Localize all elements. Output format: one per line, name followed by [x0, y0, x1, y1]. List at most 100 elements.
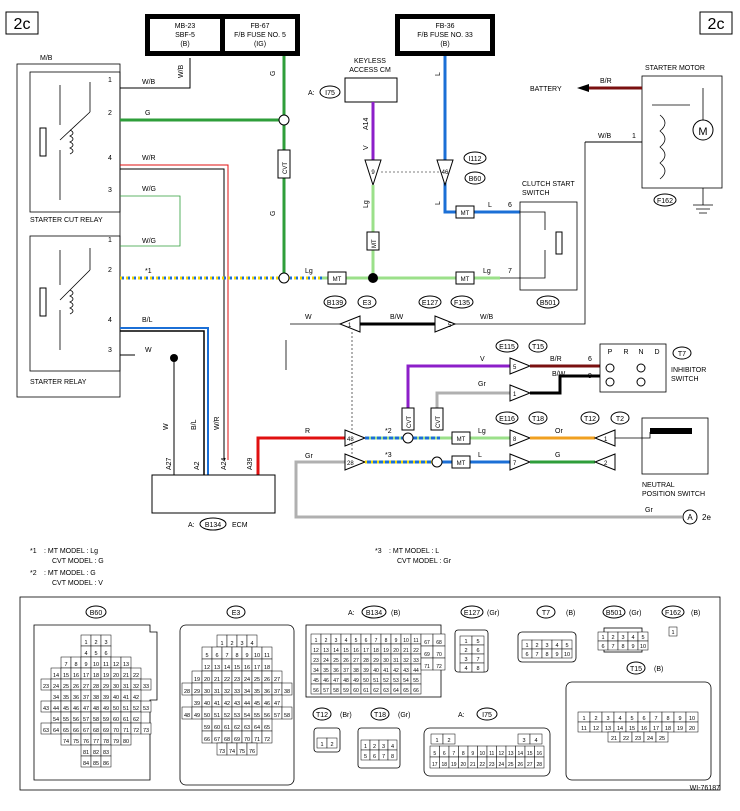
t12-label: T12	[584, 416, 596, 423]
i75-label: I75	[325, 90, 335, 97]
wire-label: G	[270, 211, 277, 216]
b60-pin-number: 34	[53, 695, 59, 701]
e127-pin-number: 3	[464, 657, 467, 663]
e3-pin-number: 49	[194, 713, 200, 719]
i75-pin-number: 27	[527, 762, 533, 768]
i75-pin-number: 17	[432, 762, 438, 768]
wire-label: MT	[372, 239, 378, 248]
e3-pin-number: 8	[235, 653, 238, 659]
b134-pin-number: 44	[413, 668, 419, 674]
i75-pin-number: 6	[443, 751, 446, 757]
starter-cut-relay-coil-core	[39, 127, 47, 157]
e3-pin-number: 4	[250, 641, 253, 647]
b134-pin-number: 7	[375, 638, 378, 644]
b134-pin-number: 35	[323, 668, 329, 674]
fuse-mb23-line2: SBF-5	[175, 32, 195, 39]
wire-label: Or	[555, 428, 563, 435]
inhibitor-contact	[636, 377, 646, 387]
mb-label: M/B	[40, 55, 53, 62]
b60-pin-cell	[140, 678, 152, 691]
b134-pin-number: 24	[323, 658, 329, 664]
t18-face	[357, 727, 401, 769]
e3-pin-number: 28	[184, 689, 190, 695]
e3-pin-number: 62	[234, 725, 240, 731]
b60-pin-number: 52	[133, 706, 139, 712]
terminal-t15-8	[509, 429, 532, 447]
b134-pin-number: 17	[363, 648, 369, 654]
page-tag-right: 2c	[708, 16, 725, 33]
b60-pin-number: 32	[133, 684, 139, 690]
connector-legend-frame	[19, 596, 721, 791]
terminal-46	[436, 159, 454, 187]
clutch-plunger	[555, 231, 563, 255]
wire-label: W/R	[142, 155, 156, 162]
t15-pin-number: 2	[594, 716, 597, 722]
e3-label: E3	[363, 300, 372, 307]
pin-label: 9	[588, 373, 592, 380]
b501-pin-number: 2	[611, 635, 614, 641]
mt-tag	[327, 271, 347, 285]
wire-r	[256, 436, 345, 480]
keyless-label-1: KEYLESS	[354, 58, 386, 65]
f162-bubble	[653, 193, 677, 207]
e127-pin-number: 6	[476, 648, 479, 654]
e3-pin-number: 72	[264, 737, 270, 743]
fuse-fb67-line2: F/B FUSE NO. 5	[234, 32, 286, 39]
note-line: CVT MODEL : G	[52, 558, 104, 565]
note-line: CVT MODEL : V	[52, 580, 103, 587]
e3-pin-number: 73	[219, 749, 225, 755]
wire-label: Lg	[478, 428, 486, 435]
inhibitor-pos-d: D	[654, 349, 659, 356]
b134-pin-number: 38	[353, 668, 359, 674]
i75-prefix: A:	[308, 90, 315, 97]
b60-pin-cell	[100, 755, 112, 768]
pin-label: 5	[448, 323, 452, 329]
e3-pin-number: 23	[234, 677, 240, 683]
t15-pin-number: 4	[618, 716, 621, 722]
t15-pin-number: 18	[665, 726, 671, 732]
b134-side-pin-number: 70	[436, 652, 442, 658]
note-mark: *1	[30, 548, 37, 555]
b60-pin-number: 2	[94, 640, 97, 646]
b60-pin-number: 65	[63, 728, 69, 734]
inhibitor-label-2: SWITCH	[671, 376, 699, 383]
b60-pin-number: 39	[103, 695, 109, 701]
b501-pin-number: 8	[621, 644, 624, 650]
b60-pin-number: 86	[103, 761, 109, 767]
fuse-fb36-line1: FB-36	[435, 23, 454, 30]
e3-pin-number: 33	[234, 689, 240, 695]
t7-pin-number: 8	[545, 652, 548, 658]
terminal-t15-1	[509, 384, 532, 402]
b60-pin-number: 71	[123, 728, 129, 734]
wire-wr-black	[120, 168, 225, 460]
terminal-e116-28	[344, 453, 367, 471]
b501-bubble	[536, 295, 560, 309]
b60-pin-number: 56	[73, 717, 79, 723]
reference-code: WI-76187	[690, 785, 720, 792]
t15-pin-number: 6	[642, 716, 645, 722]
legend-i75-title: I75	[482, 712, 492, 719]
legend-e127-title: E127	[464, 610, 480, 617]
b60-pin-number: 61	[123, 717, 129, 723]
e3-pin-number: 68	[224, 737, 230, 743]
inhibitor-contact	[605, 363, 615, 373]
a-label: A	[687, 513, 693, 522]
t15-pin-number: 14	[617, 726, 623, 732]
i75-pin-number: 7	[452, 751, 455, 757]
b134-pin-number: 64	[393, 688, 399, 694]
e3-pin-number: 1	[220, 641, 223, 647]
b60-pin-number: 55	[63, 717, 69, 723]
wire-label: L	[435, 72, 442, 76]
i75-pin-number: 16	[536, 751, 542, 757]
e3-pin-number: 36	[264, 689, 270, 695]
e3-pin-number: 69	[234, 737, 240, 743]
b60-pin-number: 54	[53, 717, 59, 723]
t15-pin-number: 8	[666, 716, 669, 722]
t18-label: T18	[532, 416, 544, 423]
b60-pin-number: 30	[113, 684, 119, 690]
fuse-fb67-box	[225, 19, 295, 51]
b501-pin-number: 4	[631, 635, 634, 641]
t15-pin-number: 13	[605, 726, 611, 732]
b134-pin-number: 33	[413, 658, 419, 664]
terminal-t15-5	[509, 357, 532, 375]
